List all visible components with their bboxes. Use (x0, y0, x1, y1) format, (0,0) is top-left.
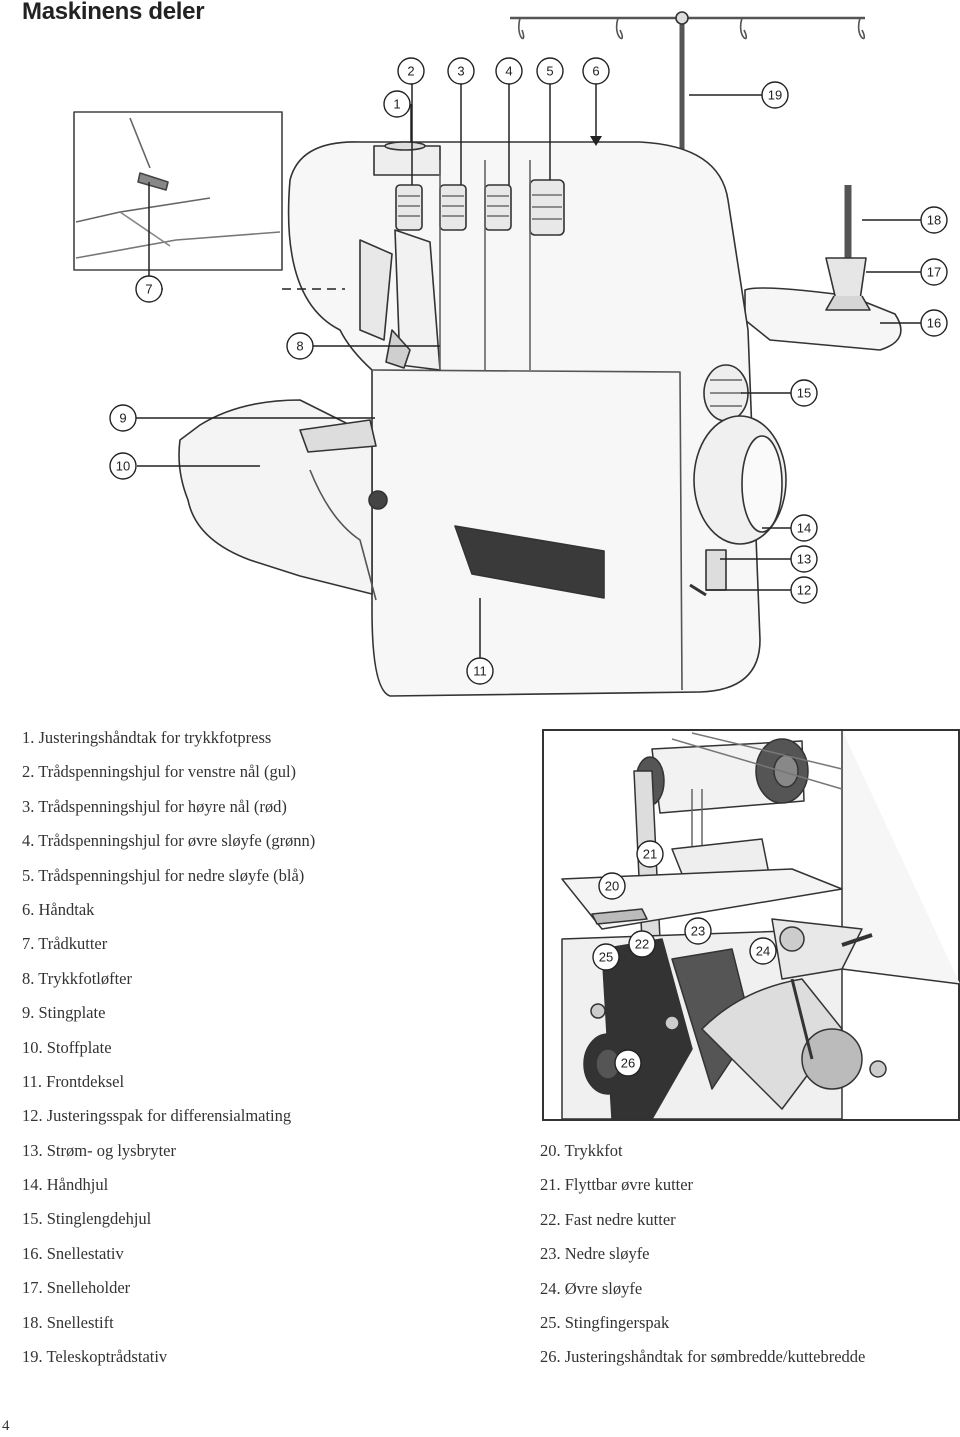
list-item: 22. Fast nedre kutter (540, 1209, 676, 1229)
callout-1: 1 (393, 97, 400, 112)
callout-4: 4 (505, 64, 512, 79)
list-item: 26. Justeringshåndtak for sømbredde/kutt… (540, 1347, 866, 1367)
callout-25: 25 (599, 950, 613, 965)
page-title: Maskinens deler (22, 0, 205, 25)
list-item: 2. Trådspenningshjul for venstre nål (gu… (22, 762, 297, 782)
list-item: 15. Stinglengdehjul (22, 1209, 152, 1229)
callout-15: 15 (797, 386, 811, 401)
callout-18: 18 (927, 213, 941, 228)
list-item: 12. Justeringsspak for differensialmatin… (22, 1106, 292, 1126)
list-item: 7. Trådkutter (22, 934, 108, 954)
list-item: 17. Snelleholder (22, 1278, 131, 1298)
callout-13: 13 (797, 552, 811, 567)
list-item: 3. Trådspenningshjul for høyre nål (rød) (22, 796, 287, 816)
list-item: 20. Trykkfot (540, 1141, 623, 1160)
callout-6: 6 (592, 64, 599, 79)
list-item: 24. Øvre sløyfe (540, 1278, 643, 1298)
list-item: 25. Stingfingerspak (540, 1312, 670, 1332)
callout-7: 7 (145, 282, 152, 297)
list-item: 5. Trådspenningshjul for nedre sløyfe (b… (22, 865, 305, 885)
parts-list-machine: 1. Justeringshåndtak for trykkfotpress 2… (22, 721, 315, 1374)
list-item: 9. Stingplate (22, 1003, 106, 1023)
callout-12: 12 (797, 583, 811, 598)
list-item: 19. Teleskoptrådstativ (22, 1347, 168, 1367)
callout-8: 8 (296, 339, 303, 354)
callout-14: 14 (797, 521, 811, 536)
list-item: 13. Strøm- og lysbryter (22, 1140, 176, 1160)
callout-24: 24 (756, 944, 770, 959)
callout-17: 17 (927, 265, 941, 280)
list-item: 16. Snellestativ (22, 1243, 124, 1263)
list-item: 6. Håndtak (22, 899, 95, 919)
list-item: 23. Nedre sløyfe (540, 1244, 650, 1264)
callout-5: 5 (546, 64, 553, 79)
callout-23: 23 (691, 924, 705, 939)
list-item: 4. Trådspenningshjul for øvre sløyfe (gr… (22, 831, 316, 851)
callout-3: 3 (457, 64, 464, 79)
callout-2: 2 (407, 64, 414, 79)
list-item: 10. Stoffplate (22, 1037, 112, 1057)
list-item: 18. Snellestift (22, 1312, 114, 1332)
looper-detail-diagram: 20 21 22 23 24 25 26 (542, 729, 960, 1121)
callout-9: 9 (119, 411, 126, 426)
list-item: 8. Trykkfotløfter (22, 968, 133, 988)
list-item: 11. Frontdeksel (22, 1071, 125, 1091)
list-item: 21. Flyttbar øvre kutter (540, 1175, 694, 1195)
parts-list-detail: 20. Trykkfot 21. Flyttbar øvre kutter 22… (540, 1134, 865, 1375)
callout-19: 19 (768, 88, 782, 103)
list-item: 14. Håndhjul (22, 1175, 109, 1195)
page-number: 4 (2, 1418, 10, 1434)
callout-11: 11 (473, 664, 487, 679)
callout-22: 22 (635, 937, 649, 952)
callout-16: 16 (927, 316, 941, 331)
overlock-machine-diagram: 1 2 3 4 5 6 7 8 9 10 11 12 13 14 15 16 1… (73, 11, 948, 697)
callout-10: 10 (116, 459, 130, 474)
callout-20: 20 (605, 879, 619, 894)
callout-26: 26 (621, 1056, 635, 1071)
callout-21: 21 (643, 847, 657, 862)
list-item: 1. Justeringshåndtak for trykkfotpress (22, 728, 272, 747)
